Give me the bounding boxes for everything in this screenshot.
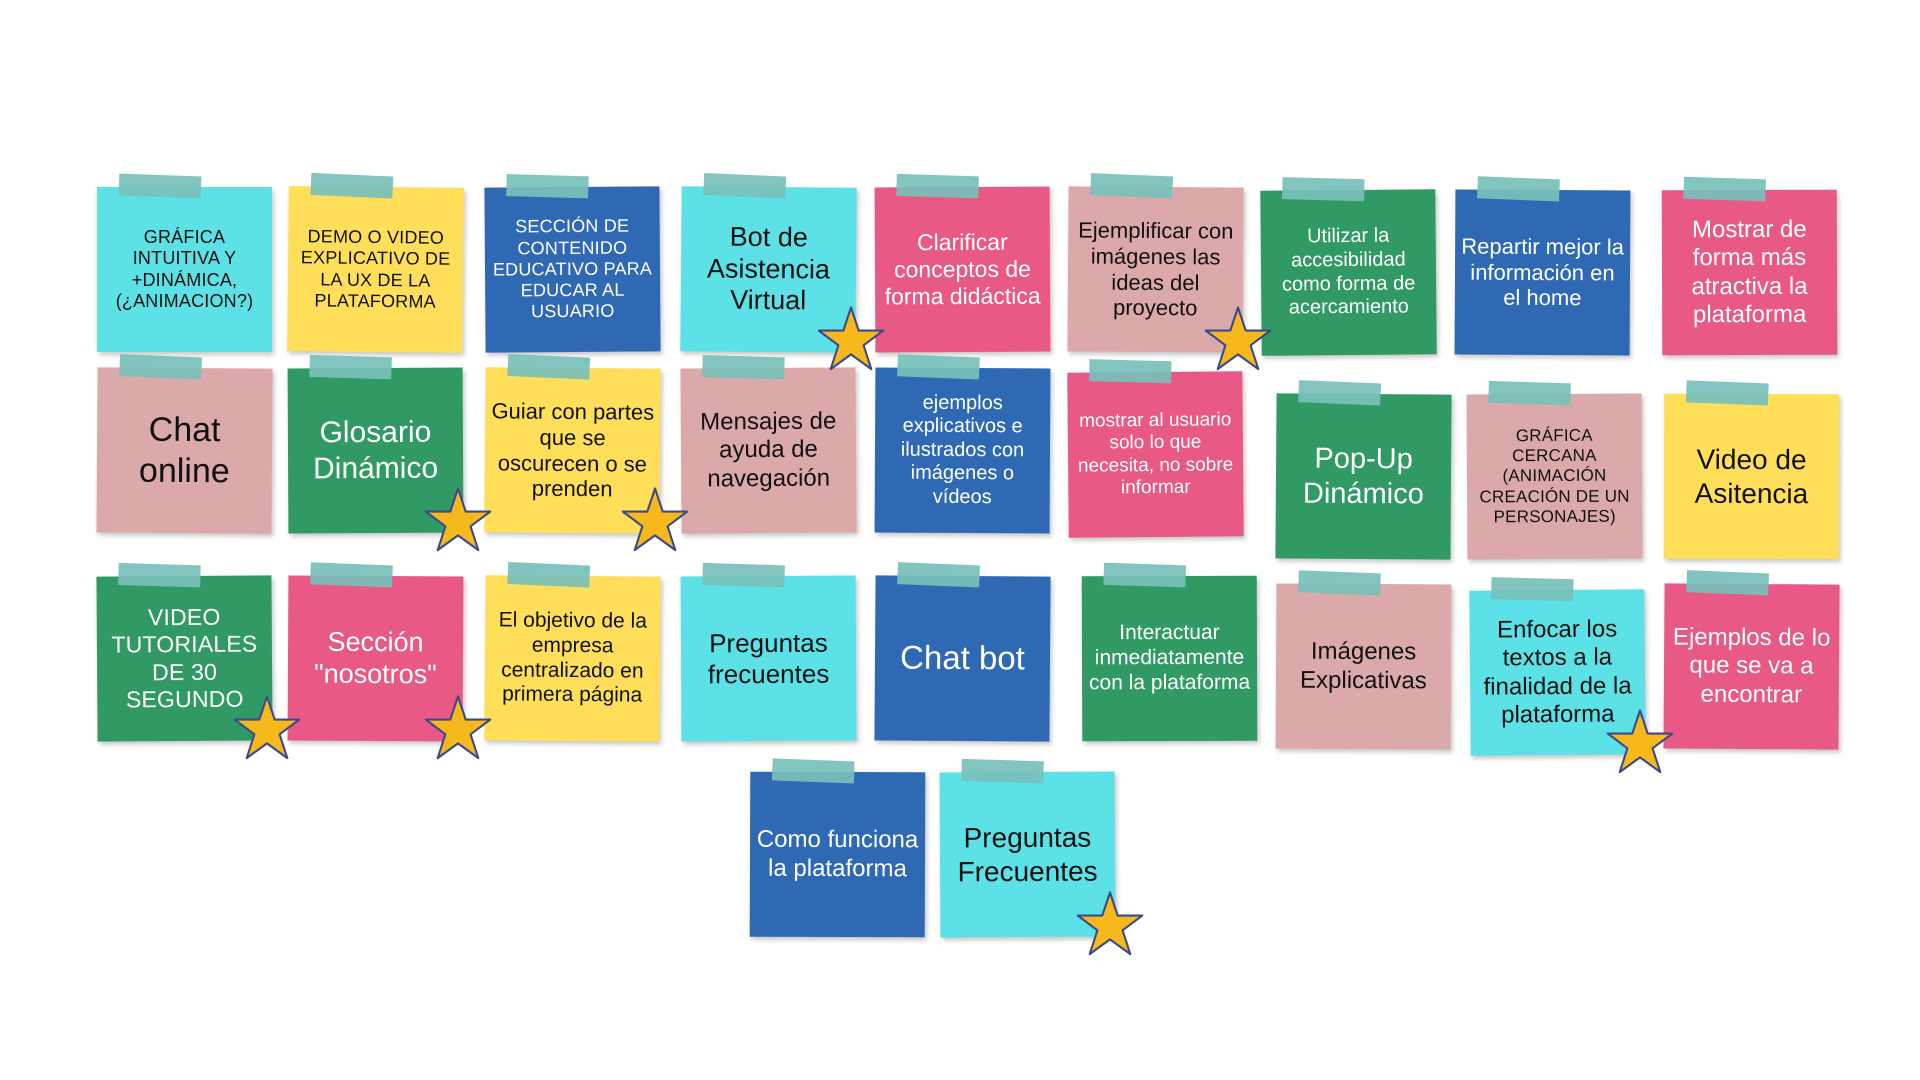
star-icon: [1203, 304, 1273, 374]
sticky-note-13[interactable]: Mensajes de ayuda de navegación: [680, 355, 857, 534]
tape-strip: [506, 174, 589, 199]
sticky-note-text: Interactuar inmediatamente con la plataf…: [1088, 621, 1251, 695]
tape-strip: [1088, 359, 1172, 384]
sticky-note-text: Como funciona la plataforma: [756, 825, 919, 882]
sticky-note-8[interactable]: Repartir mejor la información en el home: [1454, 176, 1631, 356]
tape-strip: [1298, 570, 1381, 596]
sticky-note-10[interactable]: Chat online: [96, 354, 273, 534]
tape-strip: [1683, 176, 1767, 202]
tape-strip: [771, 758, 855, 784]
star-icon: [232, 693, 302, 763]
sticky-note-text: Mostrar de forma más atractiva la plataf…: [1691, 215, 1808, 329]
sticky-note-text: Chat bot: [900, 638, 1026, 677]
tape-strip: [896, 173, 979, 199]
tape-strip: [118, 173, 202, 199]
tape-strip: [897, 562, 981, 588]
tape-strip: [1685, 380, 1769, 406]
tape-strip: [961, 758, 1044, 784]
tape-strip: [1090, 173, 1174, 199]
sticky-note-5[interactable]: Clarificar conceptos de forma didáctica: [874, 173, 1051, 353]
tape-strip: [1686, 570, 1770, 596]
tape-strip: [1298, 380, 1382, 406]
sticky-note-text: Repartir mejor la información en el home: [1461, 233, 1624, 311]
tape-strip: [1281, 177, 1365, 202]
sticky-note-text: SECCIÓN DE CONTENIDO EDUCATIVO PARA EDUC…: [492, 216, 653, 322]
sticky-note-text: Pop-Up Dinámico: [1302, 442, 1424, 510]
star-icon: [1075, 889, 1145, 959]
sticky-note-text: Clarificar conceptos de forma didáctica: [884, 228, 1041, 310]
sticky-note-text: Sección "nosotros": [313, 626, 437, 689]
sticky-note-text: mostrar al usuario solo lo que necesita,…: [1077, 409, 1234, 499]
sticky-note-3[interactable]: SECCIÓN DE CONTENIDO EDUCATIVO PARA EDUC…: [484, 174, 661, 353]
tape-strip: [1477, 176, 1560, 202]
sticky-note-text: GRÁFICA CERCANA (ANIMACIÓN CREACIÓN DE U…: [1479, 426, 1630, 526]
tape-strip: [309, 354, 392, 380]
sticky-note-25[interactable]: Imágenes Explicativas: [1275, 570, 1452, 750]
tape-strip: [702, 562, 785, 588]
sticky-note-18[interactable]: Video de Asitencia: [1663, 380, 1840, 560]
star-icon: [1605, 707, 1675, 777]
sticky-note-28[interactable]: Como funciona la plataforma: [749, 758, 926, 938]
sticky-note-text: Chat online: [138, 411, 230, 490]
sticky-note-27[interactable]: Ejemplos de lo que se va a encontrar: [1663, 570, 1840, 750]
sticky-note-text: El objetivo de la empresa centralizado e…: [498, 608, 648, 707]
tape-strip: [310, 172, 394, 199]
tape-strip: [703, 173, 787, 199]
star-icon: [816, 304, 886, 374]
sticky-note-text: Preguntas Frecuentes: [957, 822, 1098, 887]
sticky-note-text: Mensajes de ayuda de navegación: [700, 407, 837, 493]
star-icon: [620, 485, 690, 555]
sticky-note-text: Ejemplos de lo que se va a encontrar: [1672, 623, 1831, 709]
sticky-note-text: DEMO O VIDEO EXPLICATIVO DE LA UX DE LA …: [300, 226, 451, 312]
sticky-note-16[interactable]: Pop-Up Dinámico: [1275, 380, 1452, 560]
sticky-note-text: Glosario Dinámico: [312, 415, 439, 485]
sticky-note-14[interactable]: ejemplos explicativos e ilustrados con i…: [874, 354, 1051, 534]
sticky-note-text: Preguntas frecuentes: [707, 627, 830, 689]
sticky-note-text: Imágenes Explicativas: [1300, 637, 1427, 694]
star-icon: [423, 693, 493, 763]
sticky-note-17[interactable]: GRÁFICA CERCANA (ANIMACIÓN CREACIÓN DE U…: [1466, 380, 1643, 560]
tape-strip: [1103, 562, 1187, 588]
sticky-note-1[interactable]: GRÁFICA INTUITIVA Y +DINÁMICA, (¿ANIMACI…: [97, 173, 272, 352]
tape-strip: [118, 563, 201, 588]
sticky-note-2[interactable]: DEMO O VIDEO EXPLICATIVO DE LA UX DE LA …: [287, 172, 464, 353]
tape-strip: [310, 562, 393, 588]
tape-strip: [119, 354, 203, 380]
tape-strip: [1488, 380, 1571, 406]
sticky-note-text: Video de Asitencia: [1694, 444, 1809, 509]
sticky-note-text: ejemplos explicativos e ilustrados con i…: [900, 391, 1025, 509]
sticky-note-text: GRÁFICA INTUITIVA Y +DINÁMICA, (¿ANIMACI…: [115, 227, 254, 311]
sticky-note-9[interactable]: Mostrar de forma más atractiva la plataf…: [1661, 176, 1838, 356]
sticky-note-21[interactable]: El objetivo de la empresa centralizado e…: [484, 562, 661, 742]
sticky-note-15[interactable]: mostrar al usuario solo lo que necesita,…: [1067, 359, 1244, 538]
sticky-note-23[interactable]: Chat bot: [874, 562, 1051, 742]
tape-strip: [1490, 577, 1574, 602]
tape-strip: [507, 562, 591, 588]
sticky-note-7[interactable]: Utilizar la accesibilidad como forma de …: [1260, 177, 1437, 356]
sticky-note-text: Utilizar la accesibilidad como forma de …: [1281, 224, 1416, 319]
star-icon: [423, 485, 493, 555]
tape-strip: [507, 354, 591, 380]
tape-strip: [897, 354, 980, 380]
sticky-note-24[interactable]: Interactuar inmediatamente con la plataf…: [1081, 562, 1258, 742]
tape-strip: [702, 355, 785, 380]
sticky-note-22[interactable]: Preguntas frecuentes: [680, 562, 857, 742]
